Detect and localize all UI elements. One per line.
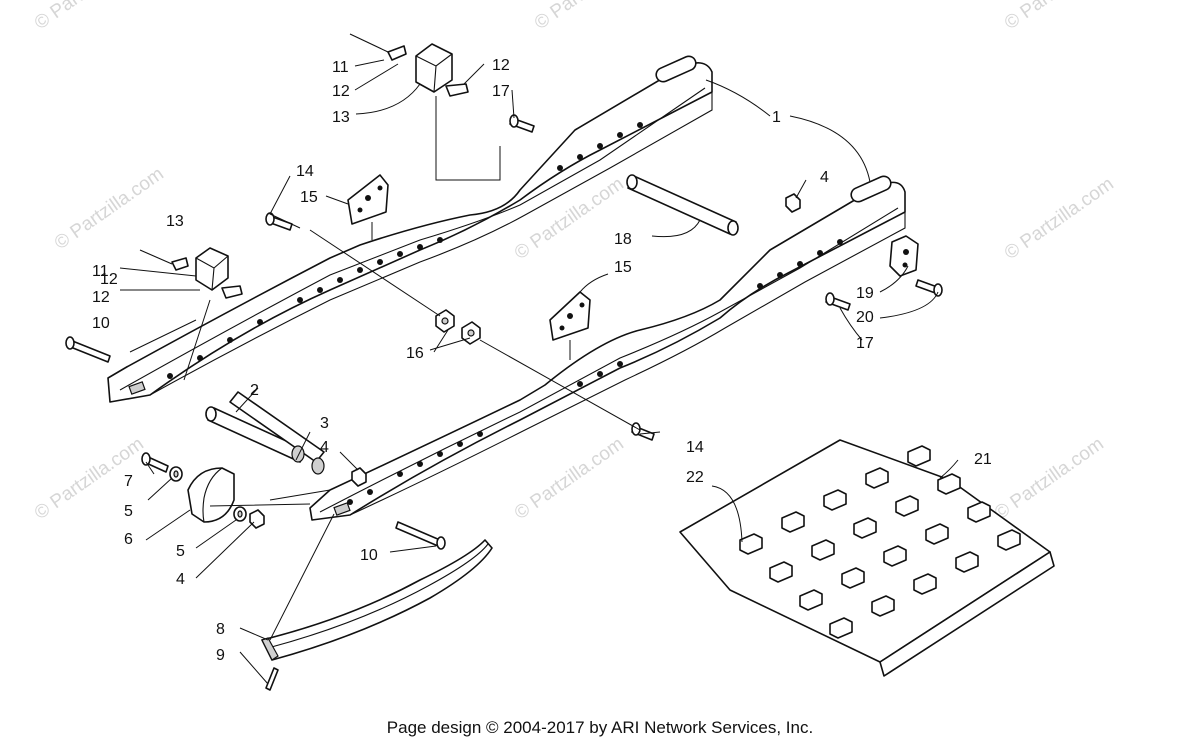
watermark-text: © Partzilla.com [531,0,648,34]
watermark-text: © Partzilla.com [51,163,168,254]
track-lug [823,489,847,511]
callout-17-lower: 17 [856,335,874,352]
track-lug [781,511,805,533]
track-lug [997,529,1021,551]
track-lug [967,501,991,523]
track-lug [865,467,889,489]
track-lug [955,551,979,573]
callout-10-lower: 10 [360,547,378,564]
callout-4-center: 4 [320,439,329,456]
watermark-text: © Partzilla.com [991,433,1108,524]
track-lug [739,533,763,555]
wear-strip [261,539,493,661]
end-bracket-19 [889,235,919,277]
track-lug [853,517,877,539]
watermark-text: © Partzilla.com [1001,0,1118,34]
cross-shaft-18 [626,174,739,236]
track-lug [841,567,865,589]
stopper-block-left [171,247,243,299]
idler-wheel [187,467,235,523]
leader-lines [119,59,959,685]
callout-labels: 1 2 3 4 4 4 5 5 6 7 8 9 10 10 11 11 12 1… [92,57,992,664]
callout-19: 19 [856,285,874,302]
watermark-text: © Partzilla.com [511,433,628,524]
callout-6: 6 [124,531,133,548]
callout-14-lower: 14 [686,439,704,456]
callout-20: 20 [856,309,874,326]
callout-18: 18 [614,231,632,248]
callout-7: 7 [124,473,133,490]
track-lug [913,573,937,595]
callout-11-top: 11 [332,59,349,76]
callout-2: 2 [250,382,259,399]
track-lug [871,595,895,617]
watermark-layer: © Partzilla.com © Partzilla.com © Partzill… [31,0,1118,524]
stopper-block-top [387,43,469,97]
callout-17-upper: 17 [492,83,510,100]
callout-5-upper: 5 [124,503,133,520]
rail-upper [107,55,713,403]
track-lug [799,589,823,611]
track-lug [925,523,949,545]
callout-5-lower: 5 [176,543,185,560]
shock-bracket-lower [549,291,591,341]
callout-22: 22 [686,469,704,486]
callout-4-lower: 4 [176,571,185,588]
track-lug [883,545,907,567]
callout-9: 9 [216,647,225,664]
callout-13-top: 13 [332,109,350,126]
callout-8: 8 [216,621,225,638]
callout-4-upper: 4 [820,169,829,186]
rail-lower [309,175,906,521]
callout-14-upper: 14 [296,163,314,180]
callout-15-lower: 15 [614,259,632,276]
track-lug [937,473,961,495]
shock-bracket-upper [347,174,389,225]
track-lug [811,539,835,561]
track-lug [829,617,853,639]
track-lug [769,561,793,583]
callout-1: 1 [772,109,781,126]
callout-12-left-a: 12 [100,271,118,288]
callout-16: 16 [406,345,424,362]
callout-10-upper: 10 [92,315,110,332]
callout-12-top-left: 12 [332,83,350,100]
watermark-text: © Partzilla.com [1001,173,1118,264]
callout-13-left: 13 [166,213,184,230]
track-lug [895,495,919,517]
track-belt [679,439,1055,677]
callout-12-left-b: 12 [92,289,110,306]
callout-11-left: 11 [92,263,109,280]
callout-21: 21 [974,451,992,468]
track-lug [907,445,931,467]
callout-12-top-right: 12 [492,57,510,74]
watermark-text: © Partzilla.com [31,0,148,34]
callout-3: 3 [320,415,329,432]
callout-15-upper: 15 [300,189,318,206]
hardware [65,33,943,691]
page-footer: Page design © 2004-2017 by ARI Network S… [386,718,814,737]
